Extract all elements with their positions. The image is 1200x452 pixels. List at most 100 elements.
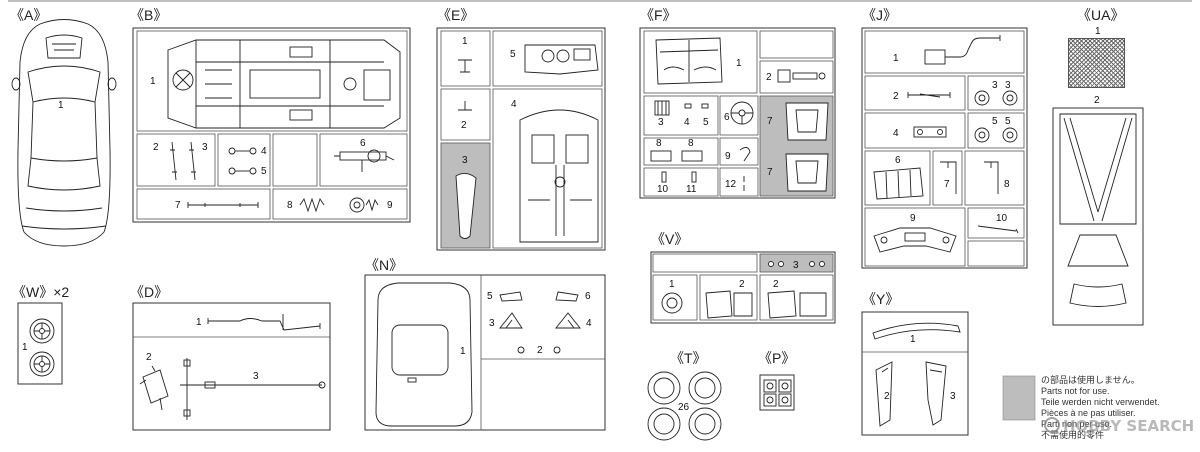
bushing-inner <box>978 131 986 139</box>
parts-cell <box>719 137 759 166</box>
bushing-inner <box>1006 94 1014 102</box>
small-part <box>818 72 826 80</box>
section-label-ua: 《UA》 <box>1077 7 1124 23</box>
section-label-e: 《E》 <box>437 7 474 23</box>
part-number-d2: 2 <box>146 352 152 363</box>
tire-outer <box>647 371 681 405</box>
wheel-spokes <box>34 323 50 339</box>
side-window-outline <box>1059 113 1137 225</box>
part-number-ua1: 1 <box>1095 26 1101 37</box>
parts-cell <box>217 133 271 187</box>
part-n2-lens <box>553 346 561 354</box>
part-j1-exhaust <box>924 35 1001 65</box>
parts-cell <box>319 133 408 187</box>
part-v2-seat-cushions <box>705 290 753 319</box>
part-number-e5: 5 <box>510 49 516 60</box>
part-number-n2: 2 <box>537 345 543 356</box>
sprue-frame-d <box>132 302 331 431</box>
parts-cell <box>643 95 719 136</box>
part-d2-muffler <box>139 365 169 411</box>
poly-cap <box>781 396 789 404</box>
bushing-outer <box>974 127 990 143</box>
part-v2-seat-cushions <box>767 290 827 319</box>
part-a1-car-body <box>11 19 117 247</box>
section-e: 《E》 1 2 3 4 5 <box>436 7 606 251</box>
part-number-j10: 10 <box>996 213 1008 224</box>
wheel-spokes <box>731 112 753 124</box>
chassis-emblem-cross <box>175 72 191 88</box>
chassis-detail <box>289 46 313 58</box>
part-number-f8a: 8 <box>656 138 662 149</box>
part-y3-wing-stay <box>925 361 947 426</box>
poly-cap-holder <box>778 379 792 393</box>
section-b: 《B》 1 2 3 4 5 <box>130 7 411 223</box>
part-number-e1: 1 <box>462 36 468 47</box>
section-ua: 《UA》 1 2 <box>1052 7 1144 326</box>
part-f6-steering-wheel <box>730 101 754 125</box>
part-number-j3: 3 <box>992 80 998 91</box>
part-number-b6: 6 <box>360 138 366 149</box>
part-j4-bracket <box>913 126 947 138</box>
chassis-emblem <box>172 69 194 91</box>
section-label-d: 《D》 <box>130 284 168 300</box>
part-f7-seat <box>785 102 829 141</box>
part-number-n4: 4 <box>586 318 592 329</box>
parts-cell <box>964 150 1025 206</box>
sprue-frame-y <box>861 311 969 436</box>
subframe-mount <box>880 236 888 244</box>
part-b7-rod <box>187 202 259 208</box>
parts-cell <box>759 274 834 321</box>
shell-outline <box>375 282 473 427</box>
part-t26-tire <box>647 407 681 441</box>
wheel-spokes <box>34 356 50 372</box>
part-w1-wheel <box>29 351 55 377</box>
part-number-n1: 1 <box>460 346 466 357</box>
chassis-tunnel <box>249 69 321 99</box>
section-label-n: 《N》 <box>365 257 403 273</box>
link-end <box>249 167 257 175</box>
section-w: 《W》×2 1 <box>12 284 69 385</box>
tire-outer <box>647 407 681 441</box>
parts-cell <box>272 188 408 220</box>
section-t: 《T》 26 <box>647 350 722 441</box>
wheel-rim <box>661 292 683 314</box>
tire-inner <box>653 377 675 399</box>
sprue-frame-w <box>17 302 63 385</box>
unused-parts-cell <box>759 253 834 273</box>
legend-line-de: Teile werden nicht verwendet. <box>1041 397 1160 407</box>
windshield <box>27 65 101 103</box>
part-number-e3: 3 <box>462 155 468 166</box>
link-end <box>228 167 236 175</box>
part-n3-headlight <box>499 312 523 329</box>
part-y2-wing-stay <box>875 361 893 427</box>
sprue-frame-v <box>650 251 836 324</box>
tire-outer <box>688 371 722 405</box>
part-number-y3: 3 <box>950 391 956 402</box>
part-b9-coil <box>349 197 379 213</box>
section-label-f: 《F》 <box>640 7 677 23</box>
part-number-f11: 11 <box>686 184 697 195</box>
part-b3-shock-absorber <box>189 141 196 181</box>
tub-tunnel <box>528 165 592 236</box>
parts-cell <box>136 188 271 220</box>
rear-seat-lines <box>659 40 719 82</box>
part-w1-wheel <box>29 318 55 344</box>
seat-outline <box>785 153 829 192</box>
part-j5-bushing <box>1002 127 1018 143</box>
part-number-b9: 9 <box>387 200 393 211</box>
part-n6-light-lens <box>555 291 579 302</box>
muffler-pipes <box>139 365 163 411</box>
bracket-body <box>913 126 947 138</box>
sprue-frame-n <box>364 274 606 431</box>
part-number-b2: 2 <box>153 142 159 153</box>
part-t26-tire <box>647 371 681 405</box>
parts-cell <box>719 167 759 197</box>
part-b2-shock-absorber <box>170 141 177 181</box>
parts-cell <box>652 253 758 273</box>
shaft-joint <box>183 409 191 417</box>
part-number-j9: 9 <box>910 213 916 224</box>
part-number-j2: 2 <box>893 91 899 102</box>
shaft-joint <box>183 359 191 367</box>
cushion <box>767 290 797 319</box>
